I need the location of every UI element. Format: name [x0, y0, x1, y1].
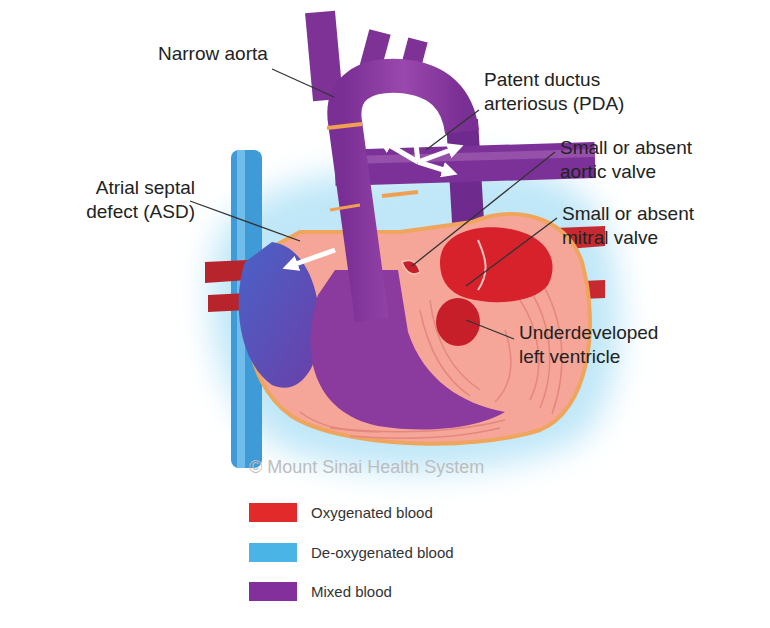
- label-box: © Mount Sinai Health System: [249, 455, 549, 479]
- watermark: © Mount Sinai Health System: [249, 455, 549, 479]
- ascending-aorta: [344, 76, 462, 320]
- legend-swatch: [249, 503, 297, 522]
- label-box: Atrial septal defect (ASD): [40, 176, 195, 224]
- callout-label: Underdeveloped left ventricle: [519, 321, 689, 369]
- left-atrium: [440, 227, 553, 302]
- callout-label: Atrial septal defect (ASD): [40, 176, 195, 224]
- callout-label: Patent ductus arteriosus (PDA): [484, 68, 659, 116]
- back-vessels: [205, 120, 605, 468]
- aortic-branch: [320, 12, 328, 100]
- pulmonary-artery-highlight: [350, 153, 595, 160]
- callout-label: Small or absent aortic valve: [560, 136, 735, 184]
- legend-row: Oxygenated blood: [249, 503, 549, 523]
- legend-swatch: [249, 543, 297, 562]
- label-box: Narrow aorta: [158, 42, 328, 66]
- callout-label: Small or absent mitral valve: [562, 202, 737, 250]
- left-ventricle: [436, 298, 480, 346]
- aorta: [320, 12, 462, 320]
- legend-label: Mixed blood: [311, 582, 392, 601]
- glow-shape: [210, 161, 619, 471]
- valve-ring: [327, 124, 362, 128]
- label-box: Patent ductus arteriosus (PDA): [484, 68, 659, 116]
- label-box: Small or absent mitral valve: [562, 202, 737, 250]
- valve-ring: [382, 192, 418, 196]
- valve-ring: [330, 205, 360, 210]
- legend-label: De-oxygenated blood: [311, 543, 454, 562]
- label-box: Small or absent aortic valve: [560, 136, 735, 184]
- mitral-valve: [478, 240, 486, 290]
- background-glow: [210, 161, 619, 471]
- callout-label: Narrow aorta: [158, 42, 328, 66]
- legend-label: Oxygenated blood: [311, 503, 433, 522]
- flow-arrows: [290, 126, 456, 266]
- right-atrium: [239, 242, 320, 388]
- label-box: Underdeveloped left ventricle: [519, 321, 689, 369]
- legend-row: Mixed blood: [249, 582, 549, 602]
- legend-row: De-oxygenated blood: [249, 543, 549, 563]
- legend-swatch: [249, 582, 297, 601]
